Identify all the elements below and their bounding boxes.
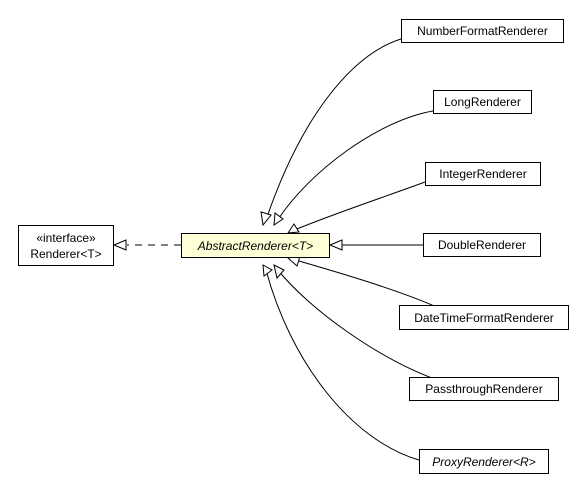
edge-date-time-format-renderer	[291, 258, 442, 310]
edge-long-renderer	[276, 110, 434, 222]
double-renderer-node[interactable]: DoubleRenderer	[423, 233, 541, 257]
edge-proxy-renderer	[265, 269, 420, 461]
interface-renderer-node[interactable]: «interface» Renderer<T>	[18, 225, 114, 266]
long-renderer-name: LongRenderer	[444, 95, 521, 109]
arrowhead-realization	[112, 239, 127, 251]
edge-passthrough-renderer	[276, 268, 441, 382]
interface-name: Renderer<T>	[30, 246, 102, 261]
abstract-renderer-node[interactable]: AbstractRenderer<T>	[181, 233, 330, 258]
arrowhead-passthrough	[273, 264, 285, 280]
interface-stereotype: «interface»	[36, 230, 96, 245]
edge-integer-renderer	[291, 181, 426, 232]
arrowhead-proxy	[262, 264, 273, 277]
abstract-renderer-name: AbstractRenderer<T>	[197, 238, 314, 253]
passthrough-renderer-node[interactable]: PassthroughRenderer	[409, 377, 559, 401]
arrowhead-double	[328, 239, 343, 251]
arrowhead-number-format	[260, 211, 272, 227]
date-time-format-renderer-node[interactable]: DateTimeFormatRenderer	[399, 305, 569, 330]
proxy-renderer-node[interactable]: ProxyRenderer<R>	[419, 449, 549, 474]
edge-number-format-renderer	[265, 38, 402, 221]
number-format-renderer-name: NumberFormatRenderer	[417, 24, 548, 38]
double-renderer-name: DoubleRenderer	[437, 238, 527, 252]
arrowhead-long	[273, 212, 284, 226]
long-renderer-node[interactable]: LongRenderer	[433, 90, 532, 114]
arrowhead-integer	[287, 223, 300, 234]
passthrough-renderer-name: PassthroughRenderer	[425, 382, 543, 396]
proxy-renderer-name: ProxyRenderer<R>	[432, 454, 536, 469]
date-time-format-renderer-name: DateTimeFormatRenderer	[414, 310, 554, 325]
integer-renderer-node[interactable]: IntegerRenderer	[425, 162, 541, 186]
number-format-renderer-node[interactable]: NumberFormatRenderer	[401, 19, 564, 43]
integer-renderer-name: IntegerRenderer	[439, 167, 527, 181]
